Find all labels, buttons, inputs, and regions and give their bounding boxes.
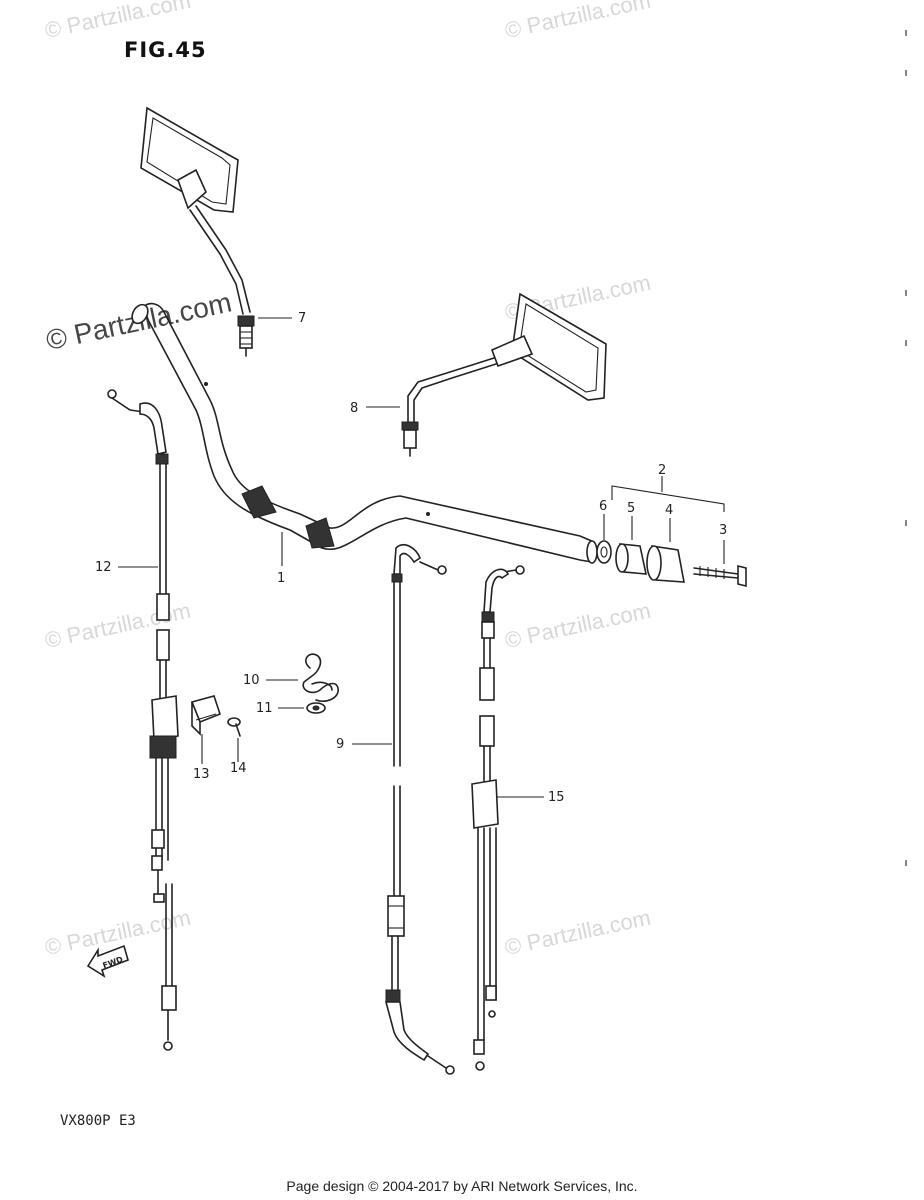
washer[interactable] [306,702,326,714]
callout-3: 3 [719,523,727,538]
fwd-arrow-icon: FWD [86,944,129,978]
callout-10: 10 [243,673,260,688]
figure-title: FIG.45 [124,38,207,62]
callout-11: 11 [256,701,273,716]
footer-copyright: Page design © 2004-2017 by ARI Network S… [286,1178,638,1194]
callout-7: 7 [298,311,306,326]
bar-end-weight[interactable] [646,545,685,583]
callout-13: 13 [193,767,210,782]
bar-end-screw[interactable] [693,564,747,588]
callout-1: 1 [277,571,285,586]
callout-5: 5 [627,501,635,516]
middle-cable[interactable] [384,543,455,1075]
callout-4: 4 [665,503,673,518]
callout-9: 9 [336,737,344,752]
cable-clip[interactable] [302,653,339,703]
right-cable[interactable] [471,565,525,1071]
callout-6: 6 [599,499,607,514]
model-code: VX800P E3 [60,1113,136,1129]
callout-8: 8 [350,401,358,416]
callout-2: 2 [658,463,666,478]
right-mirror[interactable] [401,292,607,457]
left-cable[interactable] [107,389,179,1051]
handlebar[interactable] [129,302,598,564]
left-mirror[interactable] [140,106,255,357]
bar-end-spacer[interactable] [615,543,648,575]
bracket-screw[interactable] [227,717,241,737]
callout-15: 15 [548,790,565,805]
cable-bracket[interactable] [190,695,221,736]
callout-12: 12 [95,560,112,575]
bar-end-weight-group: 2 [611,463,725,512]
bar-end-washer[interactable] [596,540,612,564]
callout-14: 14 [230,761,247,776]
